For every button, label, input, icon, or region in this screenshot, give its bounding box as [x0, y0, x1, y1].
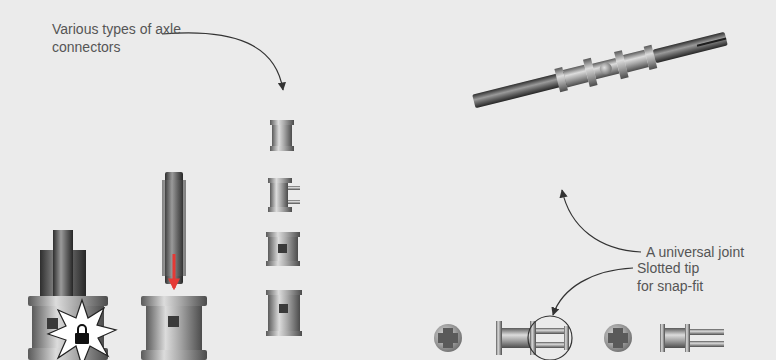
connector-body — [146, 306, 202, 352]
cross — [592, 58, 619, 79]
locked-assembly — [28, 230, 116, 360]
yoke — [623, 50, 649, 73]
square-hole — [278, 244, 287, 253]
callout-label: Slotted tip for snap-fit — [637, 259, 719, 295]
square-hole — [47, 318, 58, 329]
square-hole — [279, 304, 288, 313]
end-view — [434, 324, 462, 352]
callout-label: Various types of axle connectors — [52, 20, 182, 56]
callout-label: A universal joint — [646, 243, 772, 261]
flange — [268, 178, 292, 183]
lock-burst — [48, 300, 116, 360]
connector-types — [266, 120, 302, 336]
cross-pin — [599, 61, 614, 76]
leader-arrow — [562, 190, 641, 252]
leader-arrow — [162, 33, 283, 90]
flange — [266, 261, 300, 266]
lock-shackle — [78, 325, 86, 333]
cross-hole — [608, 328, 628, 348]
flange — [496, 321, 502, 355]
slotted-prong — [690, 341, 724, 347]
connector-collar — [141, 296, 207, 306]
universal-joint — [470, 25, 729, 115]
connector-clip — [270, 183, 288, 207]
flange — [270, 146, 294, 151]
slotted-parts — [434, 316, 724, 360]
lock-body — [75, 333, 89, 344]
shaft — [653, 32, 728, 63]
clip-prong — [288, 200, 300, 204]
shaft-slot — [697, 39, 726, 46]
snap-lip — [564, 326, 569, 350]
clip-prong — [288, 186, 300, 190]
flange — [266, 290, 302, 295]
slotted-prong — [536, 342, 568, 348]
flange — [685, 324, 690, 352]
cross-hole — [438, 328, 458, 348]
flange — [660, 324, 665, 352]
connector-body — [665, 328, 685, 348]
connector-collar — [28, 296, 108, 306]
end-view — [604, 324, 632, 352]
insert-arrow — [173, 254, 176, 288]
connector-hole — [268, 237, 298, 261]
insert-assembly — [141, 172, 207, 360]
flange — [266, 331, 302, 336]
connector-body — [502, 328, 530, 348]
flange — [270, 120, 294, 125]
slotted-prong — [536, 328, 568, 334]
slotted-prong — [690, 329, 724, 335]
square-hole — [168, 316, 179, 327]
connector-short — [272, 125, 292, 146]
flange — [266, 232, 300, 237]
flange — [268, 207, 292, 212]
connector-long — [268, 295, 300, 331]
yoke — [563, 65, 589, 88]
leader-arrow — [553, 268, 633, 315]
axle-core — [53, 230, 73, 300]
highlight-circle — [528, 316, 572, 360]
connector-collar — [141, 350, 207, 360]
